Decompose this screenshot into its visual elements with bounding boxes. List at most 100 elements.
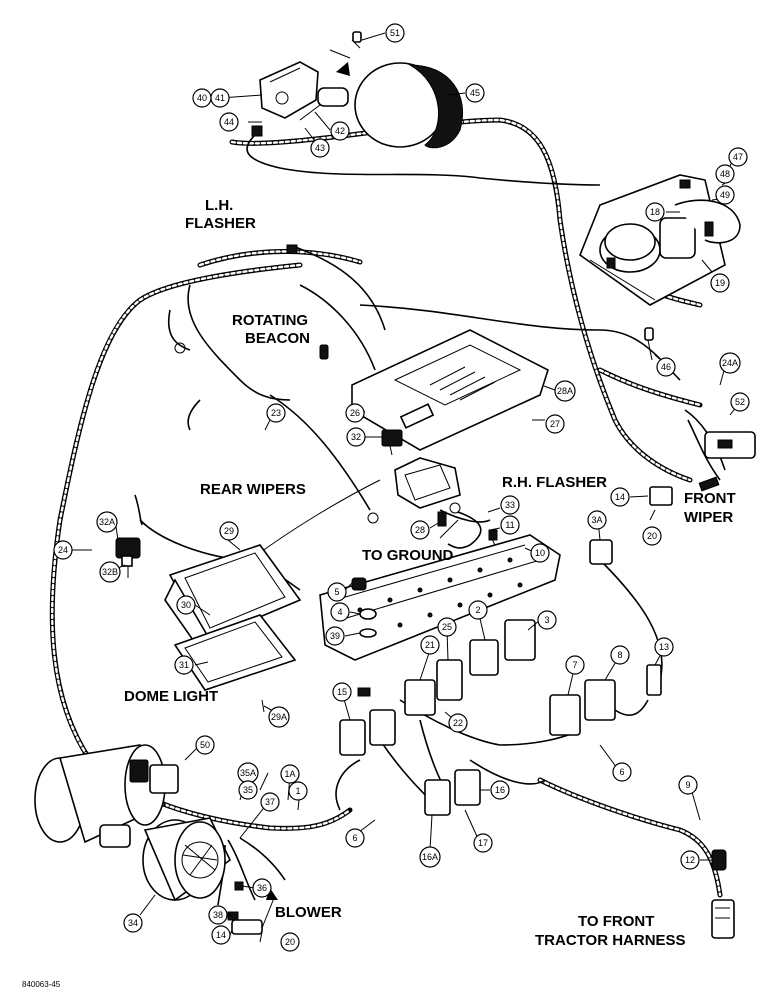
svg-text:9: 9 xyxy=(685,780,690,790)
svg-text:6: 6 xyxy=(619,767,624,777)
callout-22: 22 xyxy=(448,713,468,733)
callout-21: 21 xyxy=(420,635,440,655)
svg-text:28A: 28A xyxy=(557,386,573,396)
rh-flasher-label: R.H. FLASHER xyxy=(502,474,607,491)
svg-text:3A: 3A xyxy=(591,515,602,525)
callout-28a: 28A xyxy=(554,380,576,402)
callout-16: 16 xyxy=(490,780,510,800)
svg-text:30: 30 xyxy=(181,600,191,610)
callout-27: 27 xyxy=(545,414,565,434)
svg-text:25: 25 xyxy=(442,622,452,632)
svg-text:32: 32 xyxy=(351,432,361,442)
blower-label: BLOWER xyxy=(275,904,342,921)
callout-25: 25 xyxy=(437,617,457,637)
svg-text:10: 10 xyxy=(535,548,545,558)
svg-text:32A: 32A xyxy=(99,517,115,527)
callout-46: 46 xyxy=(656,357,676,377)
svg-text:13: 13 xyxy=(659,642,669,652)
to-ground-label: TO GROUND xyxy=(362,547,454,564)
svg-text:32B: 32B xyxy=(102,567,118,577)
callout-51: 51 xyxy=(385,23,405,43)
lh-flasher-lamp xyxy=(251,31,464,149)
svg-text:44: 44 xyxy=(224,117,234,127)
callout-32b: 32B xyxy=(99,561,121,583)
svg-text:37: 37 xyxy=(265,797,275,807)
callout-20a: 20 xyxy=(642,526,662,546)
rotating-beacon-label-2: BEACON xyxy=(245,330,310,347)
lh-flasher-label-2: FLASHER xyxy=(185,215,256,232)
svg-text:24: 24 xyxy=(58,545,68,555)
callout-35a: 35A xyxy=(237,762,259,784)
callout-40: 40 xyxy=(192,88,212,108)
svg-text:31: 31 xyxy=(179,660,189,670)
callout-32a: 32A xyxy=(96,511,118,533)
svg-text:38: 38 xyxy=(213,910,223,920)
callout-29a: 29A xyxy=(268,706,290,728)
svg-text:16A: 16A xyxy=(422,852,438,862)
svg-text:36: 36 xyxy=(257,883,267,893)
svg-text:16: 16 xyxy=(495,785,505,795)
callout-49: 49 xyxy=(715,185,735,205)
svg-text:22: 22 xyxy=(453,718,463,728)
svg-text:33: 33 xyxy=(505,500,515,510)
callout-20b: 20 xyxy=(280,932,300,952)
callout-44: 44 xyxy=(219,112,239,132)
svg-text:27: 27 xyxy=(550,419,560,429)
callout-28: 28 xyxy=(410,520,430,540)
svg-text:19: 19 xyxy=(715,278,725,288)
svg-text:14: 14 xyxy=(216,930,226,940)
callout-31: 31 xyxy=(174,655,194,675)
callouts: 51 40 41 45 44 42 43 47 48 49 18 19 46 2… xyxy=(53,23,750,952)
svg-text:35: 35 xyxy=(243,785,253,795)
callout-33: 33 xyxy=(500,495,520,515)
dome-light-label: DOME LIGHT xyxy=(124,688,218,705)
svg-text:45: 45 xyxy=(470,88,480,98)
callout-5: 5 xyxy=(327,582,347,602)
rotating-beacon-label: ROTATING xyxy=(232,312,308,329)
svg-text:50: 50 xyxy=(200,740,210,750)
svg-text:47: 47 xyxy=(733,152,743,162)
callout-47: 47 xyxy=(728,147,748,167)
blower-assembly xyxy=(34,744,278,935)
callout-50: 50 xyxy=(195,735,215,755)
svg-text:41: 41 xyxy=(215,93,225,103)
svg-text:40: 40 xyxy=(197,93,207,103)
svg-text:21: 21 xyxy=(425,640,435,650)
callout-10: 10 xyxy=(530,543,550,563)
callout-14a: 14 xyxy=(610,487,630,507)
callout-2: 2 xyxy=(468,600,488,620)
dome-light xyxy=(115,537,302,713)
front-wiper-label-2: WIPER xyxy=(684,509,733,526)
svg-text:20: 20 xyxy=(285,937,295,947)
front-wiper-label: FRONT xyxy=(684,490,736,507)
svg-text:7: 7 xyxy=(572,660,577,670)
callout-8: 8 xyxy=(610,645,630,665)
svg-text:35A: 35A xyxy=(240,768,256,778)
callout-23: 23 xyxy=(266,403,286,423)
callout-16a: 16A xyxy=(419,846,441,868)
callout-39: 39 xyxy=(325,626,345,646)
svg-text:29: 29 xyxy=(224,526,234,536)
svg-text:1: 1 xyxy=(295,786,300,796)
callout-41: 41 xyxy=(210,88,230,108)
svg-text:48: 48 xyxy=(720,169,730,179)
callout-19: 19 xyxy=(710,273,730,293)
svg-text:4: 4 xyxy=(337,607,342,617)
tractor-harness-label: TRACTOR HARNESS xyxy=(535,932,686,949)
callout-35: 35 xyxy=(238,780,258,800)
callout-12: 12 xyxy=(680,850,700,870)
svg-text:12: 12 xyxy=(685,855,695,865)
callout-52: 52 xyxy=(730,392,750,412)
callout-24: 24 xyxy=(53,540,73,560)
callout-1a: 1A xyxy=(280,764,300,784)
svg-text:42: 42 xyxy=(335,126,345,136)
lh-flasher-label: L.H. xyxy=(205,197,233,214)
front-wiper-connector xyxy=(649,431,756,506)
svg-text:46: 46 xyxy=(661,362,671,372)
switch-panel xyxy=(319,534,561,697)
svg-text:5: 5 xyxy=(334,587,339,597)
callout-4: 4 xyxy=(330,602,350,622)
callout-6a: 6 xyxy=(612,762,632,782)
svg-text:15: 15 xyxy=(337,687,347,697)
